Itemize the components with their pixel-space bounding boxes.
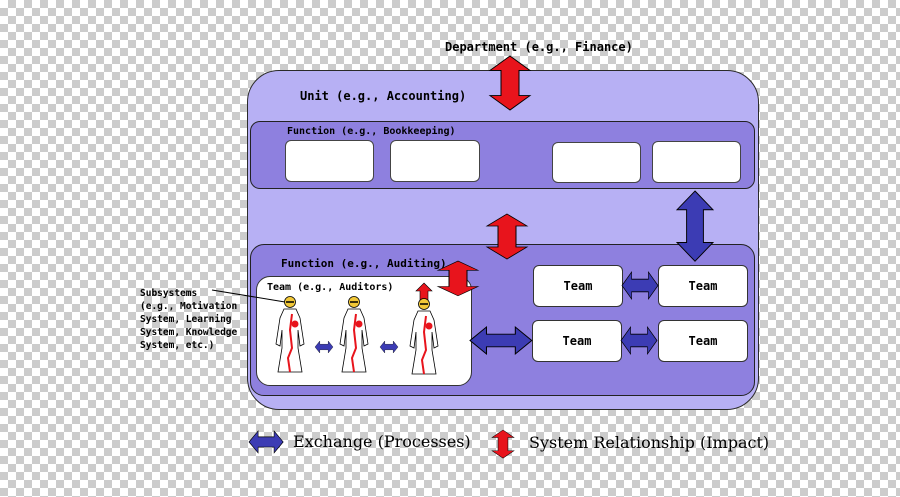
- red-double-arrow-icon: [437, 260, 479, 297]
- bookkeeping-box-2: [390, 140, 480, 182]
- bookkeeping-box-3: [552, 142, 641, 183]
- blue-double-arrow-icon: [379, 340, 399, 354]
- bookkeeping-box-4: [652, 141, 741, 183]
- person-figure-icon: [409, 298, 439, 375]
- subsystems-line-2: (e.g., Motivation: [140, 301, 238, 312]
- legend-relationship-label: System Relationship (Impact): [529, 433, 770, 452]
- team-box-3: Team: [532, 320, 622, 362]
- team-box-2: Team: [658, 265, 748, 307]
- red-double-arrow-icon: [486, 213, 528, 260]
- blue-double-arrow-icon: [676, 190, 714, 262]
- subsystems-line-1: Subsystems: [140, 288, 198, 299]
- pointer-line: [211, 289, 286, 303]
- team-box-4: Team: [658, 320, 748, 362]
- blue-double-arrow-icon: [469, 326, 533, 355]
- team-box-1: Team: [533, 265, 623, 307]
- function-auditing-label: Function (e.g., Auditing): [281, 257, 447, 270]
- subsystems-line-4: System, Knowledge: [140, 327, 238, 338]
- person-figure-icon: [339, 296, 369, 373]
- unit-label: Unit (e.g., Accounting): [300, 89, 467, 103]
- subsystems-line-3: System, Learning: [140, 314, 232, 325]
- subsystems-label: Subsystems (e.g., Motivation System, Lea…: [140, 287, 237, 352]
- bookkeeping-box-1: [285, 140, 374, 182]
- function-bookkeeping-label: Function (e.g., Bookkeeping): [287, 126, 456, 137]
- legend-exchange-label: Exchange (Processes): [293, 432, 471, 451]
- person-figure-icon: [275, 296, 305, 373]
- subsystems-line-5: System, etc.): [140, 340, 215, 351]
- legend-relationship-icon: [491, 429, 515, 459]
- blue-double-arrow-icon: [620, 326, 658, 355]
- blue-double-arrow-icon: [314, 340, 334, 354]
- department-label: Department (e.g., Finance): [445, 40, 633, 54]
- team-auditors-label: Team (e.g., Auditors): [267, 282, 394, 293]
- blue-double-arrow-icon: [621, 271, 659, 300]
- red-double-arrow-icon: [489, 55, 531, 111]
- legend-exchange-icon: [248, 430, 284, 454]
